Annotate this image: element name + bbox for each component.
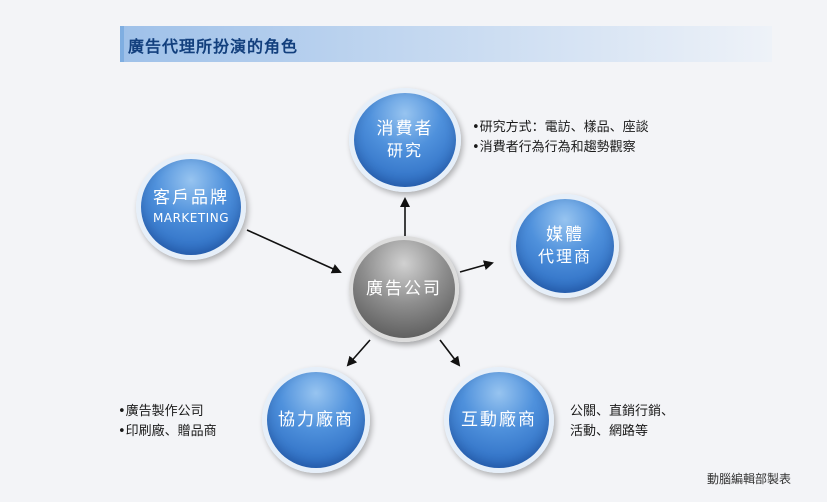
source-credit: 動腦編輯部製表 [707,472,792,486]
node-media-agency: 媒體 代理商 [511,194,619,298]
node-media-line1: 媒體 [546,225,584,245]
node-partner-line1: 協力廠商 [278,410,354,430]
arrow-client-to-center [246,229,342,274]
node-interactive-line1: 互動廠商 [461,410,537,430]
note-interactive-item: 活動、網路等 [570,424,649,439]
arrow-center-to-media [459,260,494,273]
note-consumer-research: •研究方式：電訪、樣品、座談 •消費者行為行為和趨勢觀察 [472,118,649,158]
note-consumer-item: •研究方式：電訪、樣品、座談 [472,120,649,135]
title-banner [120,26,772,62]
node-media-line2: 代理商 [537,247,592,266]
note-partner-item: •印刷廠、贈品商 [118,424,217,439]
arrow-center-to-interactive [439,339,461,367]
node-client-line2: MARKETING [153,211,229,225]
note-interactive-item: 公關、直銷行銷、 [570,404,675,419]
node-consumer-line2: 研究 [386,141,423,160]
node-interactive-vendors: 互動廠商 [444,367,554,473]
node-consumer-research: 消費者 研究 [349,88,461,192]
arrow-center-to-partner [346,339,371,367]
node-consumer-line1: 消費者 [376,119,434,139]
node-ad-agency: 廣告公司 [349,236,459,342]
note-consumer-item: •消費者行為行為和趨勢觀察 [472,140,636,155]
node-partner-vendors: 協力廠商 [262,367,370,473]
page-title: 廣告代理所扮演的角色 [128,37,299,56]
note-interactive-vendors: 公關、直銷行銷、 活動、網路等 [570,402,674,442]
node-center-line1: 廣告公司 [366,279,442,299]
note-partner-vendors: •廣告製作公司 •印刷廠、贈品商 [118,402,217,442]
node-client-brand: 客戶品牌 MARKETING [136,154,246,260]
node-client-line1: 客戶品牌 [153,188,229,208]
note-partner-item: •廣告製作公司 [118,404,204,419]
